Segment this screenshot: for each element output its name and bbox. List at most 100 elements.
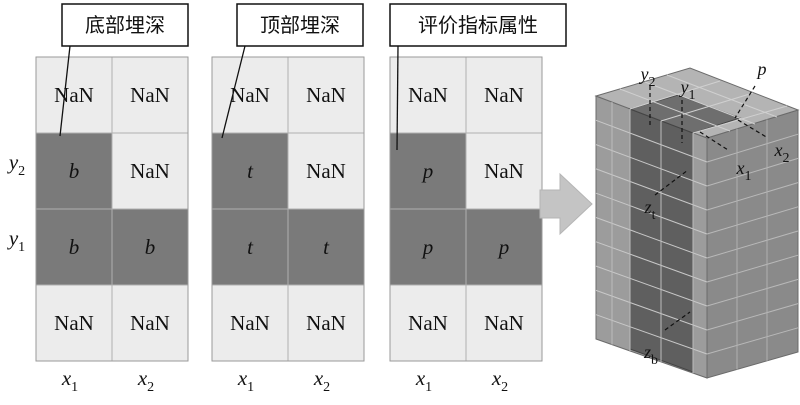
cube-label-y2: y2 <box>639 64 656 90</box>
cell-value-nan: NaN <box>484 311 524 335</box>
cube-label-x1-sub: 1 <box>745 169 752 184</box>
cell-value-variable: b <box>69 235 80 259</box>
cube-label-p-base: p <box>756 59 767 79</box>
voxel-grid-line <box>666 74 778 118</box>
cell-value-variable: p <box>421 159 434 183</box>
cell-value-variable: p <box>497 235 510 259</box>
y-axis-label-sub: 2 <box>18 164 25 179</box>
cube-label-y2-base: y <box>639 64 649 84</box>
leader-line <box>396 45 399 151</box>
x-axis-label-sub: 2 <box>501 380 508 395</box>
grid-border <box>35 56 189 362</box>
cell-value-nan: NaN <box>130 83 170 107</box>
grid-cell <box>465 132 543 210</box>
title-box <box>389 3 567 47</box>
cube-label-y1: y1 <box>679 77 696 103</box>
cell-value-variable: p <box>421 235 434 259</box>
cell-value-nan: NaN <box>306 83 346 107</box>
x-axis-label: x1 <box>415 366 432 395</box>
cell-value-nan: NaN <box>484 159 524 183</box>
cube-label-zt-base: z <box>644 197 652 217</box>
x-axis-label-sub: 2 <box>323 380 330 395</box>
x-axis-label-sub: 2 <box>147 380 154 395</box>
cell-value-nan: NaN <box>230 83 270 107</box>
cube-label-zb-sub: b <box>651 353 658 368</box>
voxel-grid-line <box>706 133 799 163</box>
grid-cell <box>35 132 113 210</box>
cube-label-x1-base: x <box>736 158 745 178</box>
voxel-grid-line <box>706 303 799 331</box>
x-axis-label-sub: 1 <box>247 380 254 395</box>
dashed-leader-line <box>664 311 691 331</box>
panel-title: 底部埋深 <box>85 13 165 37</box>
x-axis-label: x2 <box>313 366 330 395</box>
x-axis-label-sub: 1 <box>71 380 78 395</box>
grid-cell <box>465 56 543 134</box>
cube-label-x1: x1 <box>736 158 752 184</box>
y-axis-label-base: y <box>7 150 19 174</box>
cube-label-zt: zt <box>644 197 656 223</box>
x-axis-label-base: x <box>313 366 324 390</box>
voxel-grid-line <box>595 119 708 163</box>
cube-label-zb: zb <box>643 342 658 368</box>
cube-label-x2-base: x <box>774 140 783 160</box>
grid-cell <box>35 208 113 286</box>
cell-value-nan: NaN <box>484 83 524 107</box>
dashed-leader-line <box>699 131 729 151</box>
x-axis-label-base: x <box>237 366 248 390</box>
voxel-grid-line <box>595 144 708 187</box>
cell-value-variable: t <box>247 235 254 259</box>
cell-value-nan: NaN <box>306 311 346 335</box>
voxel-grid-line <box>644 81 756 125</box>
grid-cell <box>35 56 113 134</box>
grid-cell <box>111 284 189 362</box>
grid-cell <box>111 208 189 286</box>
grid-border <box>211 56 365 362</box>
voxel-grid-line <box>629 80 721 110</box>
leader-line <box>221 45 246 139</box>
cube-label-p: p <box>756 59 767 79</box>
cell-value-variable: b <box>69 159 80 183</box>
voxel-grid-line <box>619 88 731 132</box>
x-axis-label-base: x <box>61 366 72 390</box>
x-axis-label: x2 <box>137 366 154 395</box>
cube-label-y2-sub: 2 <box>649 75 656 90</box>
grid-cell <box>111 132 189 210</box>
title-box <box>61 3 189 47</box>
y-axis-label-sub: 1 <box>18 240 25 255</box>
cell-value-nan: NaN <box>408 311 448 335</box>
dashed-leader-line <box>737 119 769 139</box>
cube-label-zt-sub: t <box>652 208 656 223</box>
voxel-grid-line <box>595 168 708 211</box>
voxel-grid-line <box>595 314 708 355</box>
voxel-grid-line <box>595 289 708 331</box>
grid-cell <box>465 284 543 362</box>
x-axis-label: x1 <box>237 366 254 395</box>
voxel-grid-line <box>595 217 708 259</box>
voxel-grid-line <box>660 92 754 122</box>
y-axis-label: y1 <box>7 226 25 255</box>
cell-value-nan: NaN <box>130 159 170 183</box>
x-axis-label-base: x <box>415 366 426 390</box>
grid-cell <box>211 208 289 286</box>
leader-line <box>59 45 71 137</box>
panel-title: 评价指标属性 <box>418 13 538 37</box>
grid-cell <box>211 132 289 210</box>
title-box <box>236 3 364 47</box>
cell-value-variable: b <box>145 235 156 259</box>
x-axis-label-sub: 1 <box>425 380 432 395</box>
arrow-shape <box>539 172 593 236</box>
dashed-leader-line <box>734 85 756 119</box>
x-axis-label: x1 <box>61 366 78 395</box>
panel-title: 顶部埋深 <box>260 13 340 37</box>
voxel-grid-line <box>706 182 799 211</box>
voxel-grid-line <box>595 241 708 283</box>
voxel-grid-line <box>692 105 788 134</box>
grid-cell <box>111 56 189 134</box>
y-axis-label: y2 <box>7 150 25 179</box>
